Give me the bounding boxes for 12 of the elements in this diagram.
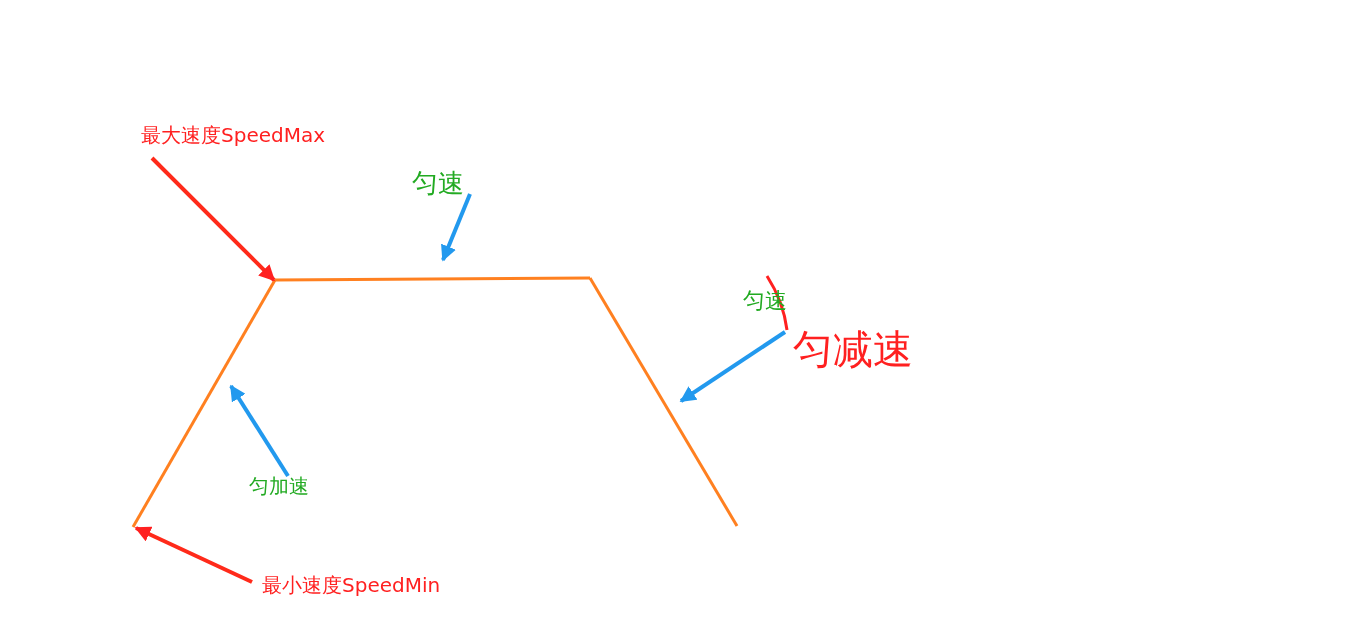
arrow [229, 384, 290, 478]
arrow [679, 330, 787, 403]
arrow [441, 193, 472, 262]
speed-label: 最小速度SpeedMin [262, 573, 441, 597]
flat-segment [275, 276, 590, 282]
arrow [150, 156, 276, 282]
arrow [134, 526, 253, 584]
phase-label: 匀加速 [249, 474, 309, 498]
phase-label: 匀速 [412, 168, 464, 200]
falling-segment [588, 277, 739, 527]
speed-label: 最大速度SpeedMax [141, 123, 326, 147]
phase-label: 匀减速 [793, 325, 913, 373]
